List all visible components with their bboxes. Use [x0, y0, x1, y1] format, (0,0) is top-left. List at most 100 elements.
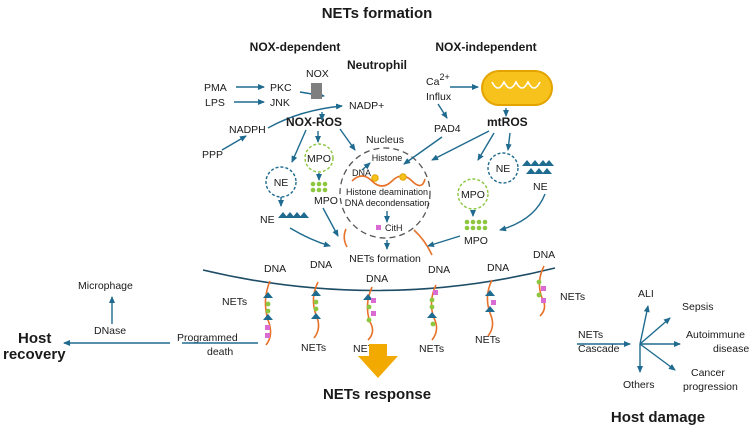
to-ali-arrow: [639, 305, 650, 345]
mitochondrion-cristae: [491, 80, 541, 89]
ne-granule-left: [265, 166, 297, 198]
histone-bead-1: [371, 174, 379, 182]
to-sepsis-arrow: [639, 317, 671, 345]
nox-ros-label: NOX-ROS: [286, 115, 342, 129]
nadp-label: NADP+: [349, 100, 384, 112]
mpo-released-label-right: MPO: [464, 235, 488, 247]
nets-label-1: NETs: [222, 296, 247, 308]
nets-strand-3: [363, 286, 376, 341]
pad4-to-nucleus-arrow: [403, 136, 443, 165]
autoimmune-label-1: Autoimmune: [686, 329, 745, 341]
nets-label-4: NETs: [419, 343, 444, 355]
sepsis-label: Sepsis: [682, 301, 714, 313]
nadph-label: NADPH: [229, 124, 266, 136]
to-cancer-arrow: [639, 343, 676, 371]
mpo-granule-label-right: MPO: [461, 189, 485, 201]
influx-label: Influx: [426, 91, 452, 103]
membrane-dna-label-1: DNA: [264, 263, 286, 275]
mitochondrion-icon: [481, 70, 553, 106]
membrane-dna-label-4: DNA: [428, 264, 450, 276]
jnk-label: JNK: [270, 97, 290, 109]
cancer-label-1: Cancer: [691, 367, 725, 379]
mtros-to-ne-arrow: [505, 132, 512, 151]
death-label: death: [207, 346, 233, 358]
nets-formation-label: NETs formation: [349, 253, 421, 265]
host-recovery-label-2: recovery: [3, 346, 66, 363]
nets-label-6: NETs: [560, 291, 585, 303]
nox-enzyme-block: [311, 83, 322, 99]
ne-to-nets-arrow: [289, 227, 331, 248]
nets-label-5: NETs: [475, 334, 500, 346]
membrane-dna-label-2: DNA: [310, 259, 332, 271]
nox-label: NOX: [306, 68, 329, 80]
nucleus-dna-label: DNA: [352, 168, 371, 178]
noxros-to-nucleus-arrow: [339, 128, 356, 151]
diagram-title: NETs formation: [322, 5, 433, 22]
pma-label: PMA: [204, 82, 227, 94]
ne-granule-label-left: NE: [274, 177, 289, 189]
noxros-to-ne-arrow: [291, 129, 307, 163]
chromatin-strand: [351, 175, 426, 187]
cith-label: CitH: [385, 223, 403, 233]
mpo-released-label-left: MPO: [314, 195, 338, 207]
ne-released-label-right: NE: [533, 181, 548, 193]
ali-label: ALI: [638, 288, 654, 300]
ne-triangles-left: [278, 212, 309, 218]
ne-right-to-nets-arrow: [499, 193, 546, 232]
ppp-to-nadph-arrow: [221, 135, 247, 151]
pkc-label: PKC: [270, 82, 292, 94]
escaping-dna-left: [343, 228, 348, 248]
lps-label: LPS: [205, 97, 225, 109]
ne-granule-label-right: NE: [496, 163, 511, 175]
histone-label: Histone: [372, 153, 403, 163]
host-damage-label: Host damage: [611, 409, 705, 426]
cancer-label-2: progression: [683, 381, 738, 393]
ne-granule-right: [487, 152, 519, 184]
nets-strand-2: [311, 281, 321, 339]
dna-to-histone-arrow: [361, 162, 371, 171]
nets-label-2: NETs: [301, 342, 326, 354]
mpo-granule-left: [304, 143, 334, 173]
nadph-to-nadp-arrow: [267, 103, 343, 129]
mpo-dots-left: [310, 181, 328, 193]
microphage-label: Microphage: [78, 280, 133, 292]
mtros-label: mtROS: [487, 115, 528, 129]
mpo-granule-right: [457, 178, 489, 210]
autoimmune-label-2: disease: [713, 343, 749, 355]
membrane-dna-label-3: DNA: [366, 273, 388, 285]
others-label: Others: [623, 379, 655, 391]
nucleus-label: Nucleus: [366, 134, 404, 146]
mpo-to-nets-arrow: [322, 207, 339, 237]
mtros-to-nucleus-arrow: [431, 130, 490, 161]
nets-strand-5: [485, 279, 496, 337]
nets-response-label: NETs response: [323, 386, 431, 403]
nets-strand-6: [536, 265, 546, 317]
mtros-to-mpo-arrow: [477, 132, 495, 161]
escaping-dna-right: [413, 229, 433, 256]
nets-response-arrow: [358, 344, 398, 378]
nox-dependent-heading: NOX-dependent: [250, 40, 341, 54]
dnase-label: DNase: [94, 325, 126, 337]
ppp-label: PPP: [202, 149, 223, 161]
mpo-right-to-nets-arrow: [427, 235, 461, 248]
dna-decondensation-label: DNA decondensation: [345, 198, 430, 208]
calcium-label: Ca2+: [426, 72, 450, 88]
pad4-label: PAD4: [434, 123, 461, 135]
nox-independent-heading: NOX-independent: [435, 40, 536, 54]
cith-marker: [376, 225, 381, 230]
nets-cascade-label-1: NETs: [578, 329, 603, 341]
histone-bead-2: [399, 173, 407, 181]
nets-strand-4: [427, 284, 438, 341]
host-recovery-label-1: Host: [18, 330, 51, 347]
nucleus-boundary: [339, 147, 431, 239]
mpo-dots-right: [464, 219, 488, 231]
histone-deamination-label: Histone deamination: [346, 187, 428, 197]
neutrophil-label: Neutrophil: [347, 58, 407, 72]
nets-strand-1: [263, 280, 273, 346]
membrane-dna-label-6: DNA: [533, 249, 555, 261]
programmed-label: Programmed: [177, 332, 238, 344]
nets-cascade-label-2: Cascade: [578, 343, 620, 355]
ne-released-label-left: NE: [260, 214, 275, 226]
